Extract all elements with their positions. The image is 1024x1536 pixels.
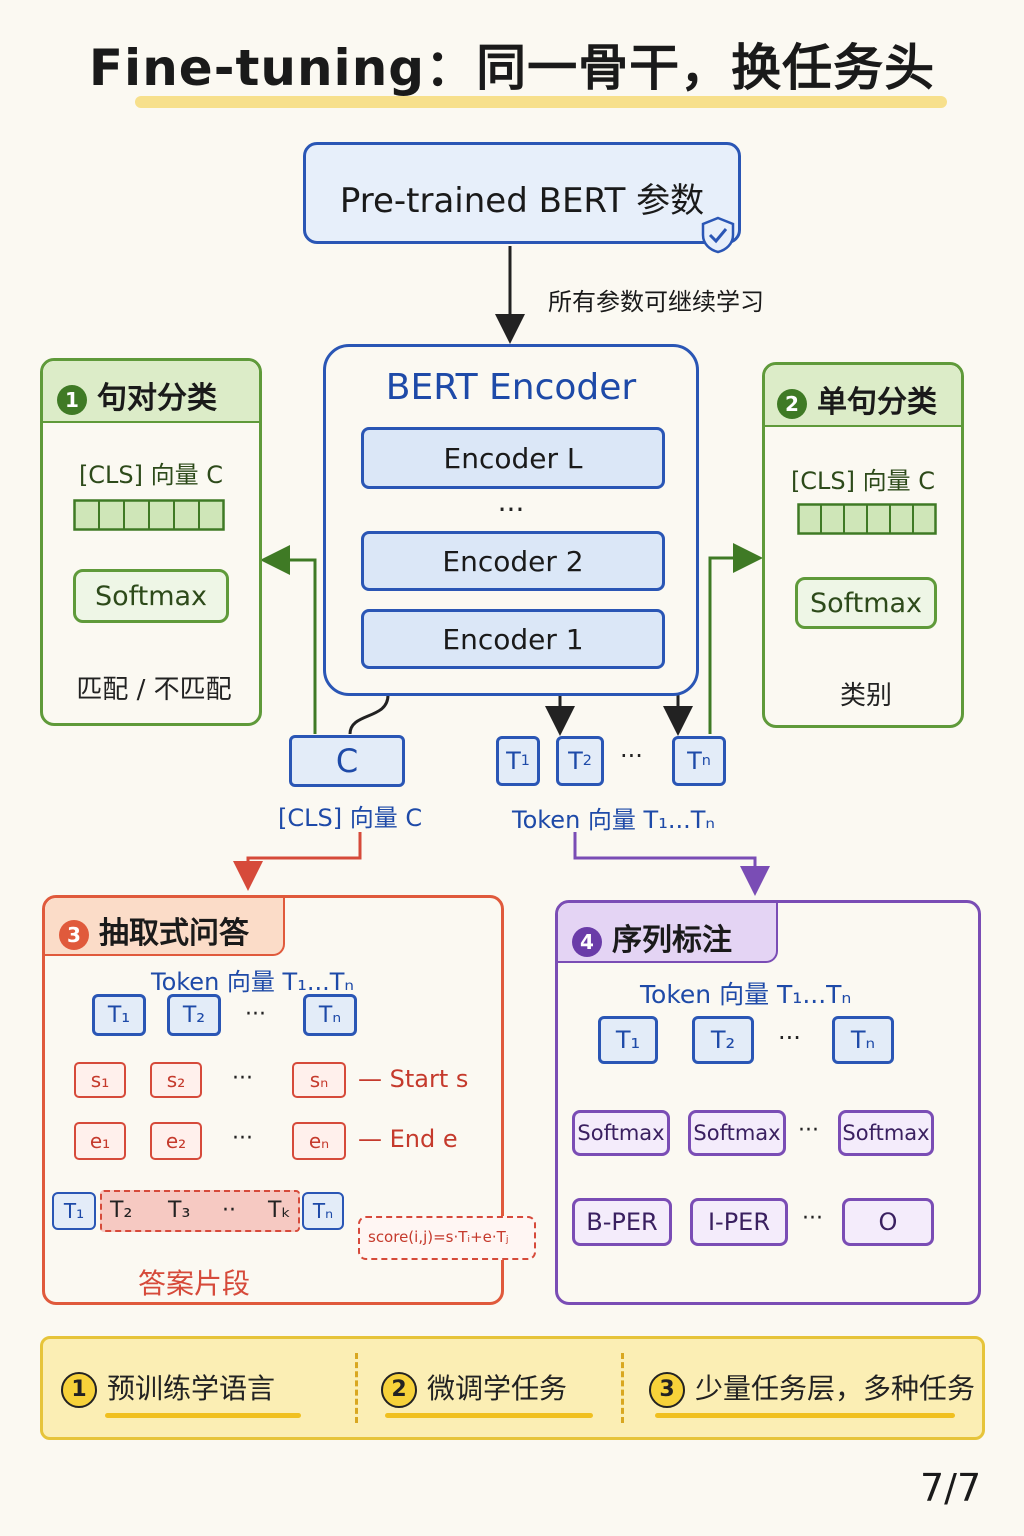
end-label: — End e [358,1125,458,1153]
start-label: — Start s [358,1065,469,1093]
pretrained-note: 所有参数可继续学习 [548,288,764,316]
panel-sentence-pair: 1 句对分类 [CLS] 向量 C Softmax 匹配 / 不匹配 [40,358,262,726]
page-title: Fine-tuning：同一骨干，换任务头 [88,39,936,97]
panel2-number: 2 [777,388,807,419]
panel3-title: 抽取式问答 [99,916,249,951]
panel4-title-wrap: 4 序列标注 [572,915,732,959]
panel2-title-wrap: 2 单句分类 [777,377,937,421]
span-token-t3: T₃ [168,1198,191,1223]
encoder-layer-1: Encoder 1 [361,609,665,669]
pretrained-label: Pre-trained BERT 参数 [339,181,705,221]
qa-token-t1: T₁ [92,994,146,1036]
span-token-tk: Tₖ [268,1198,291,1223]
encoder-dots: ··· [497,493,525,526]
summary-underline-3 [655,1413,955,1418]
seq-tag-b-per: B-PER [572,1198,672,1246]
panel1-title-wrap: 1 句对分类 [57,373,217,417]
panel1-title: 句对分类 [97,381,217,416]
encoder-layer-2: Encoder 2 [361,531,665,591]
panel3-number: 3 [59,919,89,950]
summary-item-2: 2 微调学任务 [381,1367,567,1408]
cls-vector-label: [CLS] 向量 C [278,804,423,832]
seq-softmax-2: Softmax [688,1110,786,1156]
qa-token-tn: Tₙ [303,994,357,1036]
summary-item-3: 3 少量任务层，多种任务 [649,1367,975,1408]
summary-underline-2 [385,1413,593,1418]
panel3-token-label: Token 向量 T₁...Tₙ [151,968,354,996]
summary-bar: 1 预训练学语言 2 微调学任务 3 少量任务层，多种任务 [40,1336,985,1440]
score-formula-box: score(i,j)=s·Tᵢ+e·Tⱼ [358,1216,536,1260]
end-logit-e2: e₂ [150,1122,202,1160]
seq-softmax-dots: ··· [798,1118,819,1143]
panel1-cls-label: [CLS] 向量 C [78,461,224,489]
seq-tag-i-per: I-PER [690,1198,788,1246]
panel2-title: 单句分类 [817,385,937,420]
cls-vector-box: C [289,735,405,787]
page-number: 7/7 [920,1466,982,1510]
end-dots: ··· [232,1126,253,1151]
panel2-vector-cells [797,503,937,535]
panel2-softmax: Softmax [795,577,937,629]
summary-divider-2 [621,1353,624,1423]
start-dots: ··· [232,1066,253,1091]
span-token-dots: ·· [222,1198,236,1223]
summary-num-1: 1 [61,1372,97,1408]
seq-softmax-1: Softmax [572,1110,670,1156]
span-token-t1: T₁ [52,1192,96,1230]
panel3-title-wrap: 3 抽取式问答 [59,908,249,952]
seq-token-t2: T₂ [692,1016,754,1064]
span-token-tn: Tₙ [302,1192,344,1230]
panel1-softmax: Softmax [73,569,229,623]
shield-check-icon [701,216,735,254]
panel-single-sentence: 2 单句分类 [CLS] 向量 C Softmax 类别 [762,362,964,728]
summary-num-2: 2 [381,1372,417,1408]
span-token-t2: T₂ [110,1198,133,1223]
end-logit-e1: e₁ [74,1122,126,1160]
seq-token-tn: Tₙ [832,1016,894,1064]
token-dots: ··· [620,742,643,770]
encoder-title: BERT Encoder [385,367,637,408]
qa-token-t2: T₂ [167,994,221,1036]
panel1-vector-cells [73,499,225,531]
panel4-title: 序列标注 [612,923,732,958]
summary-text-1: 预训练学语言 [107,1372,276,1405]
seq-tag-dots: ··· [802,1206,823,1231]
start-logit-s1: s₁ [74,1062,126,1098]
seq-tag-o: O [842,1198,934,1246]
answer-span-highlight [100,1190,300,1232]
summary-underline-1 [105,1413,301,1418]
panel1-result: 匹配 / 不匹配 [76,675,232,705]
summary-num-3: 3 [649,1372,685,1408]
encoder-layer-l: Encoder L [361,427,665,489]
score-formula: score(i,j)=s·Tᵢ+e·Tⱼ [368,1228,509,1246]
title-underline [135,96,947,108]
token-vector-label: Token 向量 T₁...Tₙ [512,806,715,834]
start-logit-s2: s₂ [150,1062,202,1098]
seq-softmax-n: Softmax [838,1110,934,1156]
panel4-token-label: Token 向量 T₁...Tₙ [640,980,852,1009]
summary-item-1: 1 预训练学语言 [61,1367,275,1408]
summary-divider-1 [355,1353,358,1423]
answer-span-label: 答案片段 [138,1267,251,1300]
start-logit-sn: sₙ [292,1062,346,1098]
summary-text-2: 微调学任务 [427,1372,568,1405]
seq-token-t1: T₁ [598,1016,658,1064]
panel4-number: 4 [572,926,602,957]
bert-encoder-box: BERT Encoder Encoder L ··· Encoder 2 Enc… [323,344,699,696]
end-logit-en: eₙ [292,1122,346,1160]
panel1-number: 1 [57,384,87,415]
panel2-result: 类别 [839,681,892,711]
pretrained-params-box: Pre-trained BERT 参数 [303,142,741,254]
summary-text-3: 少量任务层，多种任务 [695,1372,976,1405]
panel2-cls-label: [CLS] 向量 C [790,467,936,495]
qa-token-dots: ··· [245,1002,266,1027]
seq-token-dots: ··· [778,1024,801,1052]
